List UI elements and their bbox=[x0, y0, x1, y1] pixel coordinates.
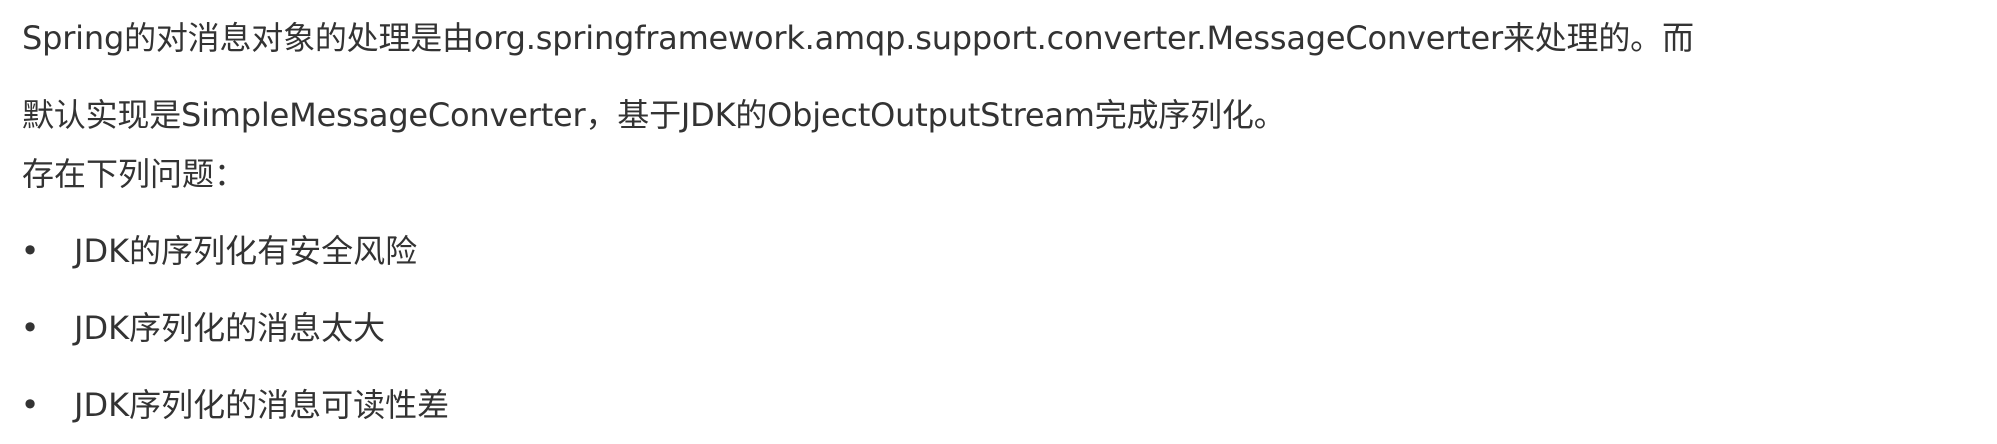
paragraph-converter-description: Spring的对消息对象的处理是由org.springframework.amq… bbox=[22, 0, 1982, 154]
bullet-marker: • bbox=[20, 386, 40, 424]
bullet-marker: • bbox=[20, 232, 40, 270]
bullet-marker: • bbox=[20, 309, 40, 347]
paragraph-problems-heading: 存在下列问题： bbox=[22, 155, 247, 193]
list-item-text: JDK序列化的消息可读性差 bbox=[74, 386, 450, 424]
paragraph-converter-text: Spring的对消息对象的处理是由org.springframework.amq… bbox=[22, 19, 1694, 134]
list-item-text: JDK序列化的消息太大 bbox=[74, 309, 386, 347]
list-item-text: JDK的序列化有安全风险 bbox=[74, 232, 418, 270]
